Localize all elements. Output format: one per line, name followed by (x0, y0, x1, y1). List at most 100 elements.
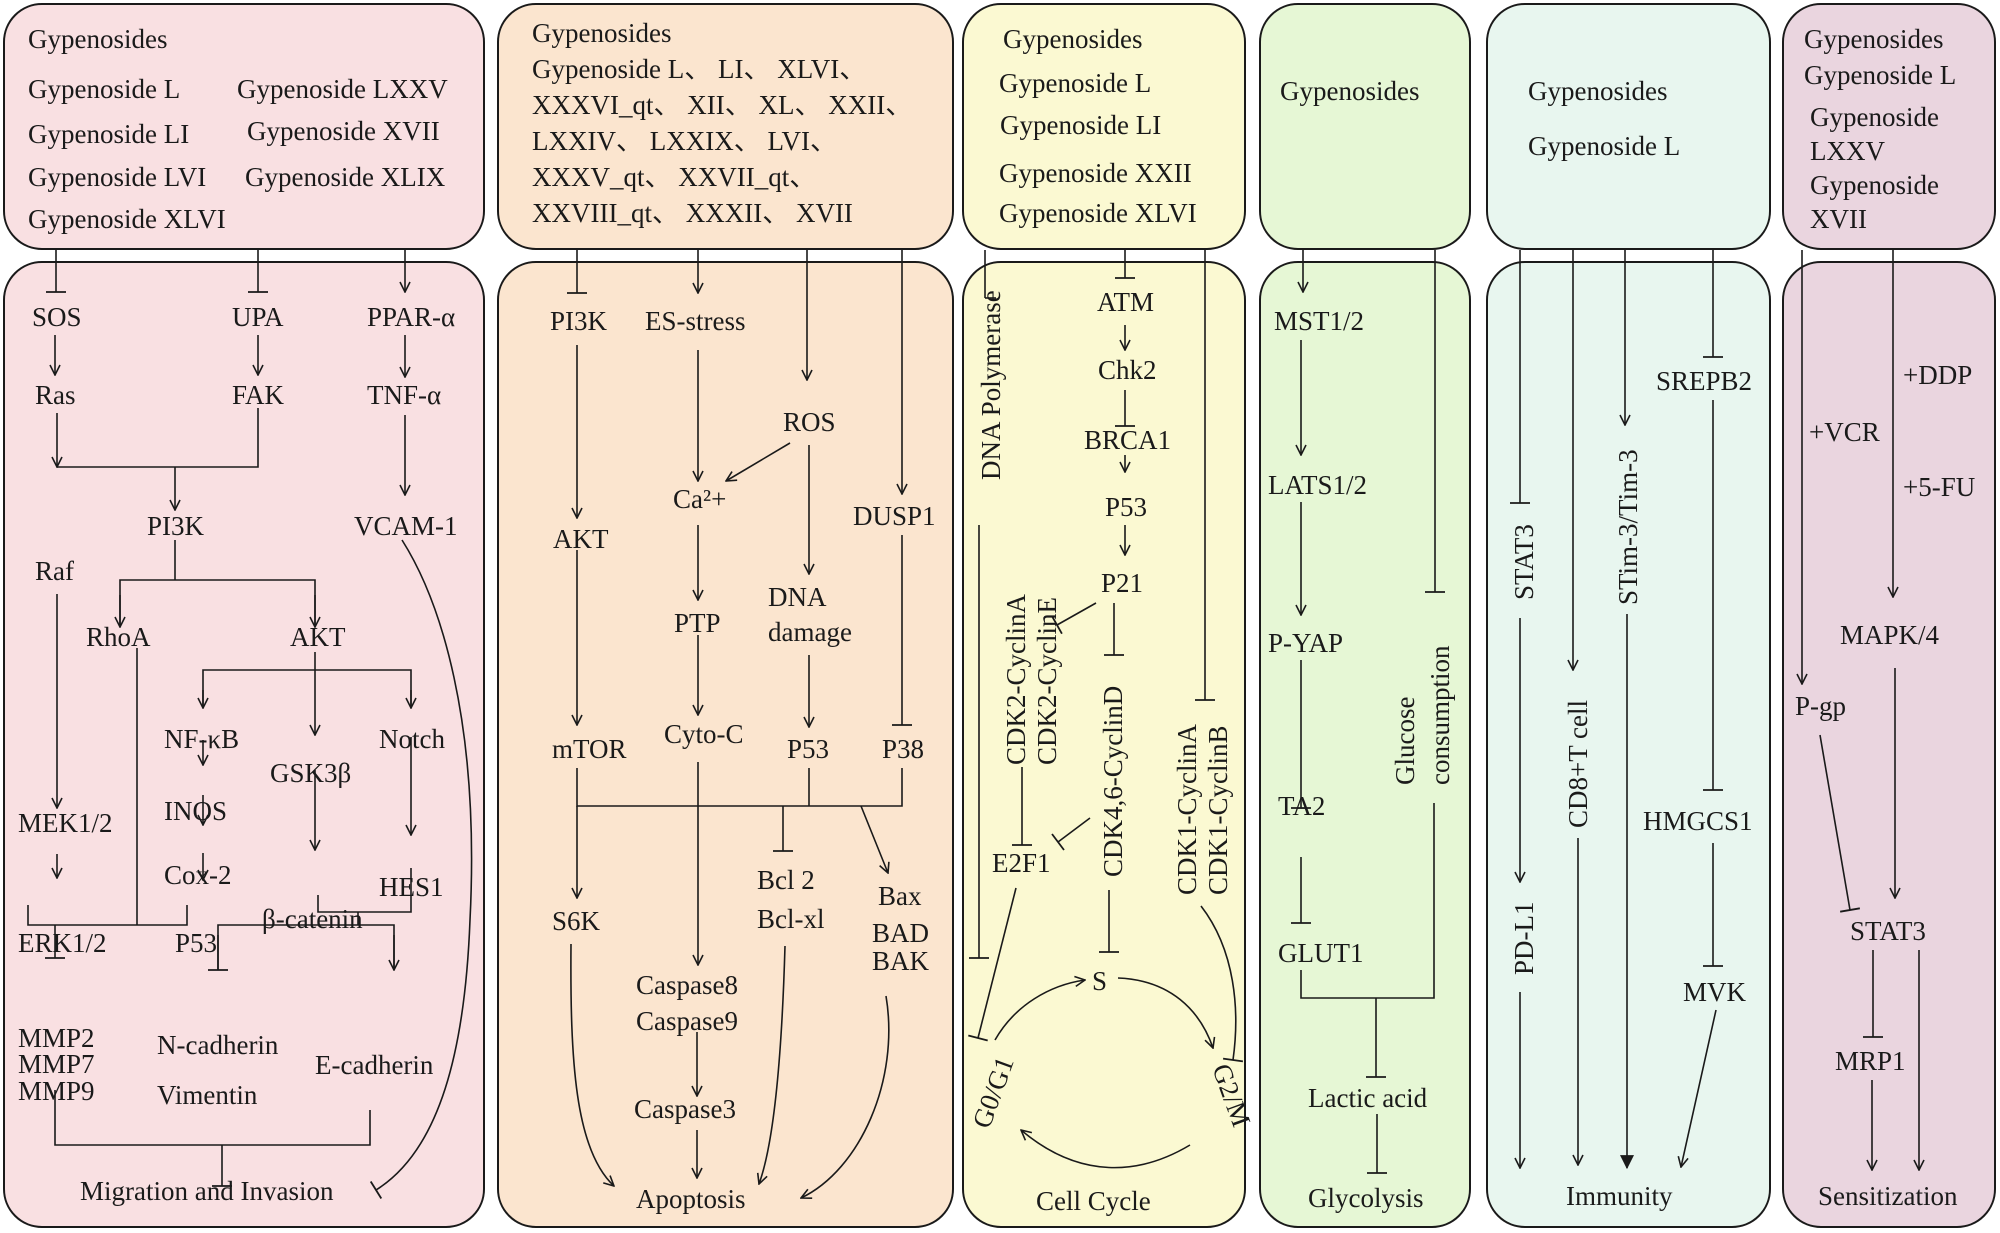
node-caspase8: Caspase8 (636, 970, 738, 1000)
inhibit-edge (1051, 817, 1091, 851)
node-vcam1: VCAM-1 (354, 511, 458, 541)
outcome-sensitization: Sensitization (1818, 1181, 1958, 1211)
compound-label: Gypenoside LI (28, 119, 189, 149)
node-upa: UPA (232, 302, 284, 332)
node-p-yap: P-YAP (1268, 628, 1343, 658)
node-cdk1-cyclinb: CDK1-CyclinB (1203, 725, 1233, 895)
cycle-arrow (1021, 1130, 1191, 1169)
node-caspase9: Caspase9 (636, 1006, 738, 1036)
phase-s: S (1092, 966, 1107, 996)
compound-label: XXXVI_qt、 XII、 XL、 XXII、 (532, 90, 912, 120)
migration-body-box (3, 261, 485, 1228)
migration-header-text: Gypenosides Gypenoside L Gypenoside LI G… (28, 24, 448, 234)
cycle-arrow (1117, 977, 1213, 1048)
sensitization-nodes: +DDP +VCR +5-FU MAPK/4 P-gp STAT3 MRP1 S… (1795, 360, 1975, 1211)
drug-vcr: +VCR (1809, 417, 1880, 447)
apoptosis-header-text: Gypenosides Gypenoside L、 LI、 XLVI、 XXXV… (532, 18, 912, 228)
node-bcl-xl: Bcl-xl (757, 904, 825, 934)
node-mtor: mTOR (552, 734, 627, 764)
glycolysis-header-text: Gypenosides (1280, 76, 1419, 106)
outcome-glycolysis: Glycolysis (1308, 1183, 1424, 1213)
node-hes1: HES1 (379, 872, 444, 902)
node-pi3k: PI3K (550, 306, 608, 336)
glycolysis-header-box (1259, 3, 1471, 250)
compound-label: Gypenoside (1810, 170, 1939, 200)
cell-cycle-header-box (962, 3, 1246, 250)
node-p53: P53 (787, 734, 829, 764)
node-ptp: PTP (674, 608, 721, 638)
node-glucose-consumption-line1: Glucose (1390, 697, 1420, 785)
node-cd8-t-cell: CD8+T cell (1563, 700, 1593, 828)
compound-label: Gypenosides (1280, 76, 1419, 106)
outcome-cell-cycle: Cell Cycle (1036, 1186, 1151, 1216)
panel-sensitization (1782, 3, 1996, 1228)
node-akt: AKT (290, 622, 346, 652)
compound-label: Gypenoside LI (1000, 110, 1161, 140)
inhibit-edge (1200, 905, 1244, 1063)
panel-cell-cycle (962, 3, 1246, 1228)
node-srepb2: SREPB2 (1656, 366, 1752, 396)
cell-cycle-edges (968, 250, 1244, 1169)
glycolysis-body-box (1259, 261, 1471, 1228)
node-cdk46-cyclind: CDK4,6-CyclinD (1098, 686, 1128, 877)
compound-label: Gypenoside XXII (999, 158, 1192, 188)
apoptosis-edges (567, 250, 912, 1198)
node-mvk: MVK (1683, 977, 1747, 1007)
compound-label: Gypenosides (532, 18, 671, 48)
connector (1300, 803, 1435, 999)
immunity-body-box (1486, 261, 1771, 1228)
node-rhoa: RhoA (86, 622, 151, 652)
outcome-immunity: Immunity (1566, 1181, 1673, 1211)
node-stat3: STAT3 (1509, 524, 1539, 600)
node-mapk4: MAPK/4 (1840, 620, 1940, 650)
node-erk12: ERK1/2 (18, 928, 107, 958)
inhibit-edge (1051, 602, 1097, 635)
node-p21: P21 (1101, 568, 1143, 598)
activate-edge (801, 995, 890, 1198)
outcome-migration-invasion: Migration and Invasion (80, 1176, 334, 1206)
node-mst12: MST1/2 (1274, 306, 1364, 336)
node-pd-l1: PD-L1 (1509, 902, 1539, 976)
compound-label: Gypenoside XLIX (245, 162, 446, 192)
compound-label: Gypenoside (1810, 102, 1939, 132)
outcome-apoptosis: Apoptosis (636, 1184, 746, 1214)
node-ros: ROS (783, 407, 836, 437)
glycolysis-edges (1291, 250, 1445, 1174)
panel-immunity (1486, 3, 1771, 1228)
node-bax: Bax (878, 881, 922, 911)
node-e-cadherin: E-cadherin (315, 1050, 434, 1080)
sensitization-edges (1802, 250, 1919, 1170)
connector (202, 669, 412, 707)
node-atm: ATM (1097, 287, 1154, 317)
compound-label: Gypenoside LXXV (237, 74, 448, 104)
compound-label: XXVIII_qt、 XXXII、 XVII (532, 198, 853, 228)
node-tnf-alpha: TNF-α (367, 380, 441, 410)
node-raf: Raf (35, 556, 74, 586)
node-p38: P38 (882, 734, 924, 764)
node-pi3k: PI3K (147, 511, 205, 541)
node-bak: BAK (872, 946, 930, 976)
node-glucose-consumption-line2: consumption (1425, 645, 1455, 785)
activate-edge (570, 943, 614, 1186)
compound-label: Gypenoside L (1528, 131, 1680, 161)
node-mmp7: MMP7 (18, 1049, 95, 1079)
node-cdk1-cyclina: CDK1-CyclinA (1172, 724, 1202, 895)
node-akt: AKT (553, 524, 609, 554)
immunity-header-text: Gypenosides Gypenoside L (1528, 76, 1680, 161)
compound-label: Gypenosides (28, 24, 167, 54)
compound-label: LXXV (1810, 136, 1885, 166)
cell-cycle-nodes: DNA Polymerase ATM Chk2 BRCA1 P53 P21 CD… (966, 287, 1256, 1216)
connector (576, 768, 903, 807)
node-inos: INOS (164, 796, 227, 826)
compound-label: Gypenoside L (999, 68, 1151, 98)
connector (27, 905, 188, 926)
node-vimentin: Vimentin (157, 1080, 258, 1110)
immunity-header-box (1486, 3, 1771, 250)
apoptosis-nodes: PI3K ES-stress ROS Ca²+ AKT DUSP1 PTP DN… (550, 306, 936, 1214)
immunity-nodes: STAT3 PD-L1 CD8+T cell STim-3/Tim-3 SREP… (1509, 366, 1753, 1211)
migration-header-box (3, 3, 485, 250)
cell-cycle-header-text: Gypenosides Gypenoside L Gypenoside LI G… (999, 24, 1197, 228)
node-dusp1: DUSP1 (853, 501, 936, 531)
node-dna-polymerase: DNA Polymerase (976, 290, 1006, 480)
sensitization-header-box (1782, 3, 1996, 250)
